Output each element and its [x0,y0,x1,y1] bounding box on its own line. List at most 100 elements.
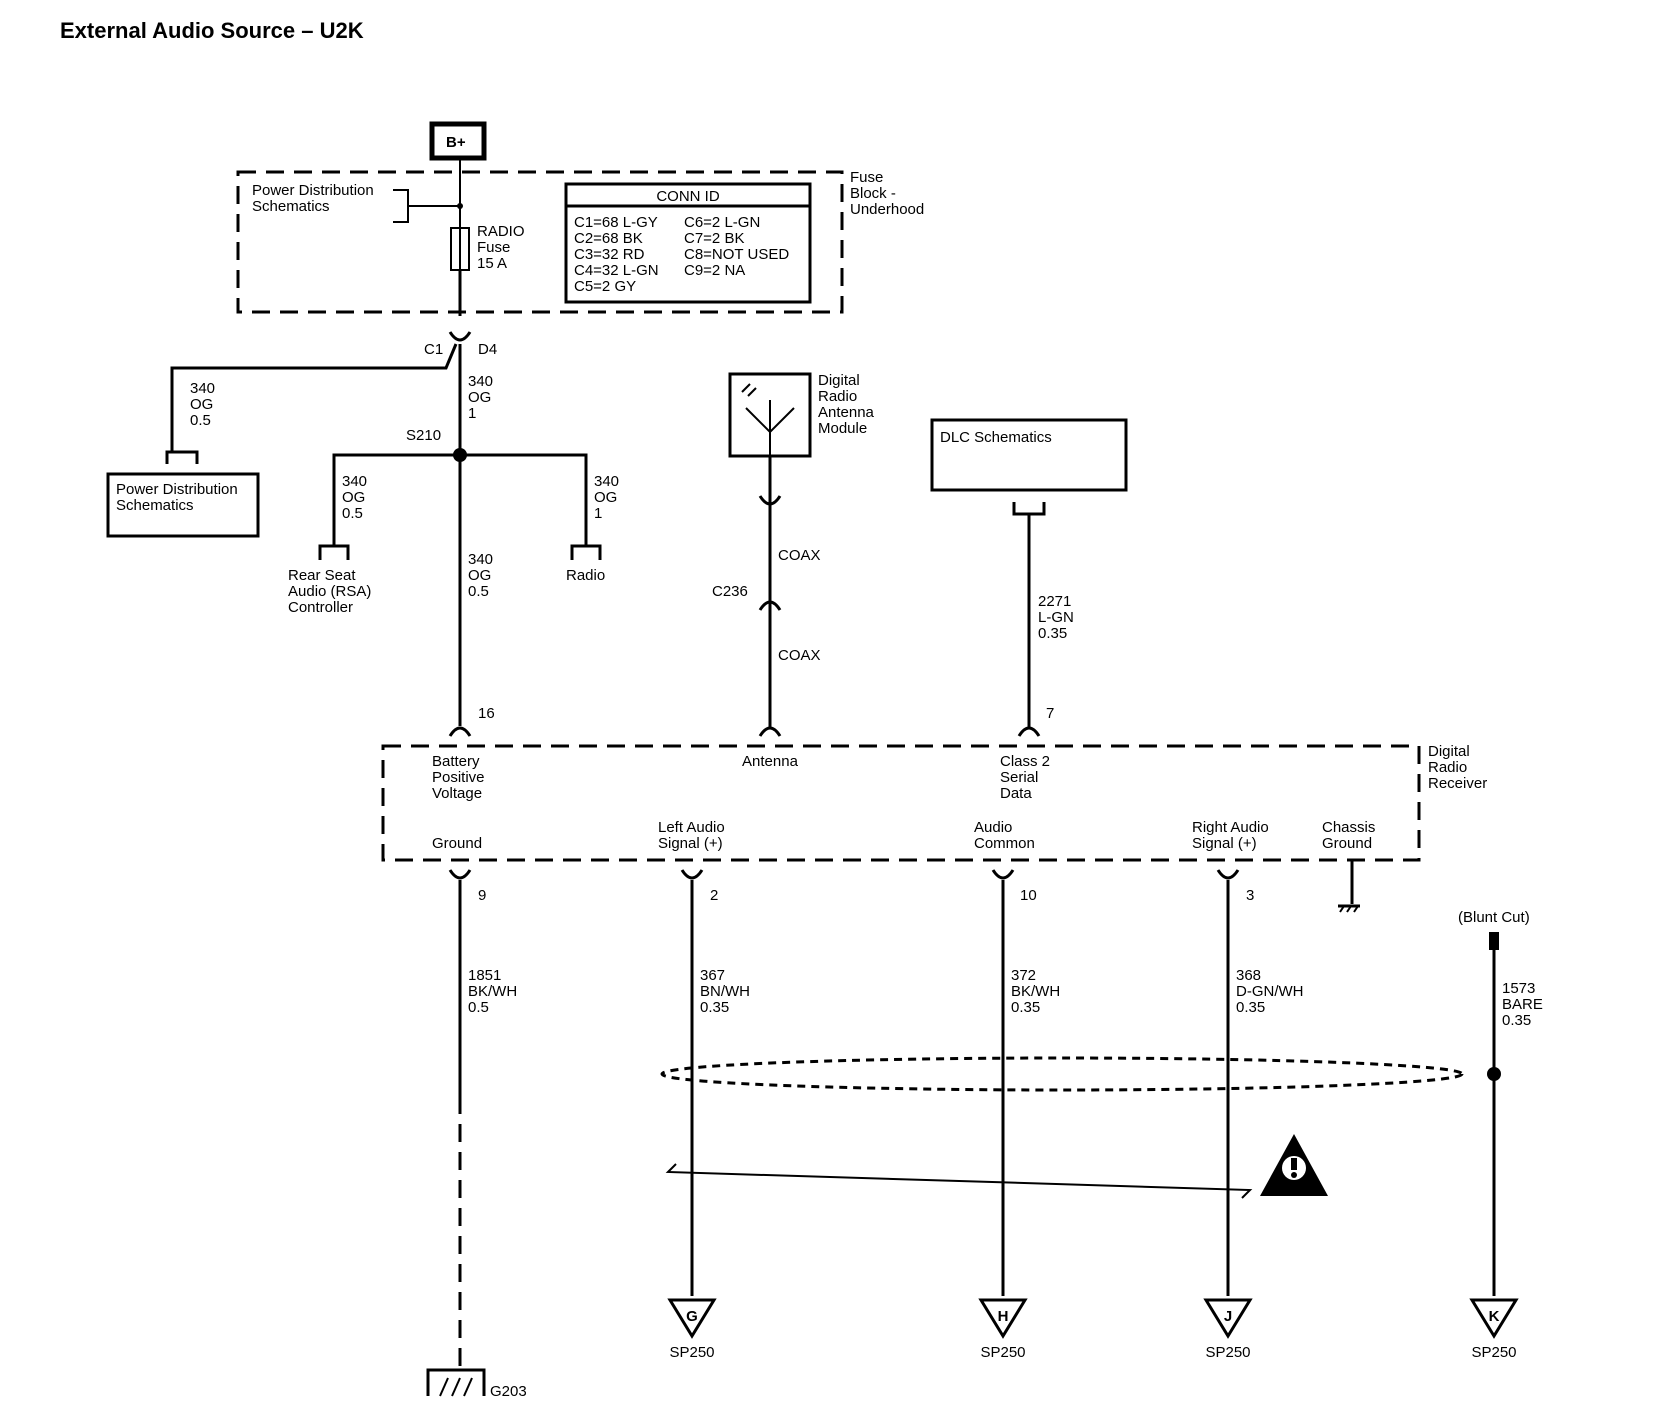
ground-wire-2: BK/WH [468,983,517,1000]
splice-h-letter: H [998,1308,1009,1325]
diagram-title: External Audio Source – U2K [60,18,364,43]
receiver-boundary [381,744,1421,862]
splice-s210-label: S210 [406,427,441,444]
antenna-pin-connector-icon [758,726,782,737]
radio-branch-wire-2: OG [594,489,617,506]
receiver-class2-3: Data [1000,785,1032,802]
pds-ref-label-2: Schematics [252,198,330,215]
splice-g-icon [667,1298,717,1339]
pin-16-connector-icon [448,726,472,737]
dlc-box [930,418,1128,492]
rsa-label-2: Audio (RSA) [288,583,371,600]
antenna-module-label-3: Antenna [818,404,875,421]
pds-branch-wire [170,343,458,452]
rsa-branch-wire-3: 0.5 [342,505,363,522]
splice-j-letter: J [1224,1308,1232,1325]
left-audio-wire-3: 0.35 [700,999,729,1016]
dlc-wire-1: 2271 [1038,593,1071,610]
splice-h-name: SP250 [980,1344,1025,1361]
dlc-terminal [1012,502,1046,516]
pin-16-label: 16 [478,705,495,722]
antenna-module-label-4: Module [818,420,867,437]
pin-3-connector-icon [1216,869,1240,880]
conn-id-c9: C9=2 NA [684,262,745,279]
radio-branch-wire-1: 340 [594,473,619,490]
fuse-block-label-3: Underhood [850,201,924,218]
rsa-branch-wire-1: 340 [342,473,367,490]
receiver-label-2: Radio [1428,759,1467,776]
drain-wire-2: BARE [1502,996,1543,1013]
main-upper-wire-1: 340 [468,373,493,390]
conn-id-c8: C8=NOT USED [684,246,789,263]
fuse-label-1: RADIO [477,223,525,240]
rsa-label-3: Controller [288,599,353,616]
pin-9-label: 9 [478,887,486,904]
antenna-module-label-1: Digital [818,372,860,389]
right-audio-wire-3: 0.35 [1236,999,1265,1016]
conn-id-c7: C7=2 BK [684,230,744,247]
main-upper-wire-2: OG [468,389,491,406]
audio-common-wire-1: 372 [1011,967,1036,984]
twisted-pair-indicator [665,1163,1253,1199]
warning-icon [1260,1134,1328,1196]
pin-3-label: 3 [1246,887,1254,904]
pds-box [106,472,260,538]
main-lower-wire-3: 0.5 [468,583,489,600]
dlc-box-label: DLC Schematics [940,429,1052,446]
right-audio-wire-1: 368 [1236,967,1261,984]
receiver-ground: Ground [432,835,482,852]
conn-id-table: CONN ID C1=68 L-GY C2=68 BK C3=32 RD C4=… [564,182,812,304]
c236-label: C236 [712,583,748,600]
conn-id-header: CONN ID [656,188,720,205]
splice-g-name: SP250 [669,1344,714,1361]
conn-id-c6: C6=2 L-GN [684,214,760,231]
radio-label: Radio [566,567,605,584]
fuse-block-label-1: Fuse [850,169,883,186]
right-audio-wire-2: D-GN/WH [1236,983,1304,1000]
pds-ref-bracket [393,189,409,223]
conn-d4-label: D4 [478,341,497,358]
receiver-class2-2: Serial [1000,769,1038,786]
splice-g: G SP250 [667,1298,717,1361]
main-lower-wire-2: OG [468,567,491,584]
radio-terminal [570,544,602,560]
shield-ellipse [660,1056,1464,1092]
splice-k: K SP250 [1469,1298,1519,1361]
radio-branch-wire-3: 1 [594,505,602,522]
receiver-label-1: Digital [1428,743,1470,760]
shield-drain-junction [1487,1067,1501,1081]
rsa-label-1: Rear Seat [288,567,356,584]
pin-2-connector-icon [680,869,704,880]
fuse-label-2: Fuse [477,239,510,256]
coax-upper-label: COAX [778,547,821,564]
audio-common-wire-3: 0.35 [1011,999,1040,1016]
rsa-terminal [318,544,350,560]
receiver-left-audio-1: Left Audio [658,819,725,836]
pin-7-label: 7 [1046,705,1054,722]
splice-j-icon [1203,1298,1253,1339]
pds-branch-wire-1: 340 [190,380,215,397]
splice-h: H SP250 [978,1298,1028,1361]
main-upper-wire-3: 1 [468,405,476,422]
antenna-module [728,372,812,458]
pin-9-connector-icon [448,869,472,880]
battery-positive-source: B+ [429,121,487,161]
pds-branch-wire-3: 0.5 [190,412,211,429]
ground-g203-icon [426,1368,486,1397]
ground-wire-3: 0.5 [468,999,489,1016]
splice-h-icon [978,1298,1028,1339]
receiver-label-3: Receiver [1428,775,1487,792]
antenna-connector-icon [758,495,782,506]
pds-branch-terminal [165,450,199,464]
receiver-right-audio-1: Right Audio [1192,819,1269,836]
conn-id-c1: C1=68 L-GY [574,214,658,231]
pds-ref-label-1: Power Distribution [252,182,374,199]
left-audio-wire-2: BN/WH [700,983,750,1000]
pin-10-label: 10 [1020,887,1037,904]
rsa-branch-wire-2: OG [342,489,365,506]
pin-7-connector-icon [1017,726,1041,737]
pin-2-label: 2 [710,887,718,904]
splice-k-letter: K [1489,1308,1500,1325]
bplus-label: B+ [446,134,466,151]
